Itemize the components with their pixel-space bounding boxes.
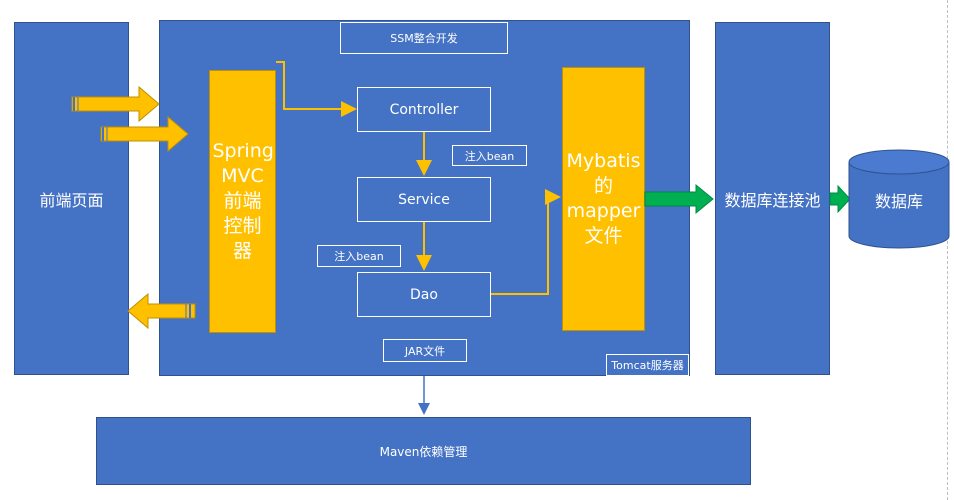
controller-label: Controller — [389, 101, 459, 118]
block-arrow-right-1 — [71, 85, 160, 123]
connection-pool-block: 数据库连接池 — [715, 22, 830, 375]
inject-bean-label-1: 注入bean — [452, 145, 527, 166]
inject-bean-text-1: 注入bean — [464, 149, 515, 163]
inject-bean-text-2: 注入bean — [334, 250, 384, 263]
maven-label: Maven依赖管理 — [379, 444, 468, 459]
page-edge-divider — [947, 0, 948, 500]
maven-block: Maven依赖管理 — [96, 417, 751, 485]
database-label-box: 数据库 — [849, 180, 949, 220]
inject-bean-label-2: 注入bean — [317, 245, 401, 267]
mybatis-mapper-block: Mybatis 的 mapper 文件 — [562, 67, 645, 331]
tomcat-server-box: Tomcat服务器 — [606, 354, 689, 376]
block-arrow-right-2 — [100, 115, 189, 153]
jar-file-label: JAR文件 — [404, 344, 446, 358]
ssm-title-box: SSM整合开发 — [340, 22, 508, 54]
dao-box: Dao — [357, 272, 491, 317]
database-label: 数据库 — [874, 192, 923, 211]
service-label: Service — [398, 191, 450, 208]
mybatis-mapper-label: Mybatis 的 mapper 文件 — [566, 150, 641, 247]
block-arrow-left — [127, 292, 196, 330]
database-cylinder — [848, 149, 950, 249]
tomcat-server-label: Tomcat服务器 — [611, 359, 684, 372]
connection-pool-label: 数据库连接池 — [724, 190, 821, 210]
jar-file-box: JAR文件 — [383, 339, 467, 362]
ssm-title: SSM整合开发 — [390, 32, 458, 45]
green-arrow-pool-to-db — [829, 184, 851, 214]
service-box: Service — [357, 177, 491, 222]
green-arrow-mybatis-to-pool — [644, 183, 714, 215]
frontend-page-block: 前端页面 — [14, 22, 129, 375]
frontend-page-label: 前端页面 — [39, 190, 104, 210]
arrow-mvc-to-controller — [276, 61, 357, 117]
controller-box: Controller — [357, 87, 491, 132]
arrow-dao-to-mybatis — [491, 189, 561, 295]
spring-mvc-label: Spring MVC 前端 控制 器 — [212, 140, 274, 262]
dao-label: Dao — [410, 286, 438, 303]
spring-mvc-block: Spring MVC 前端 控制 器 — [209, 70, 276, 333]
